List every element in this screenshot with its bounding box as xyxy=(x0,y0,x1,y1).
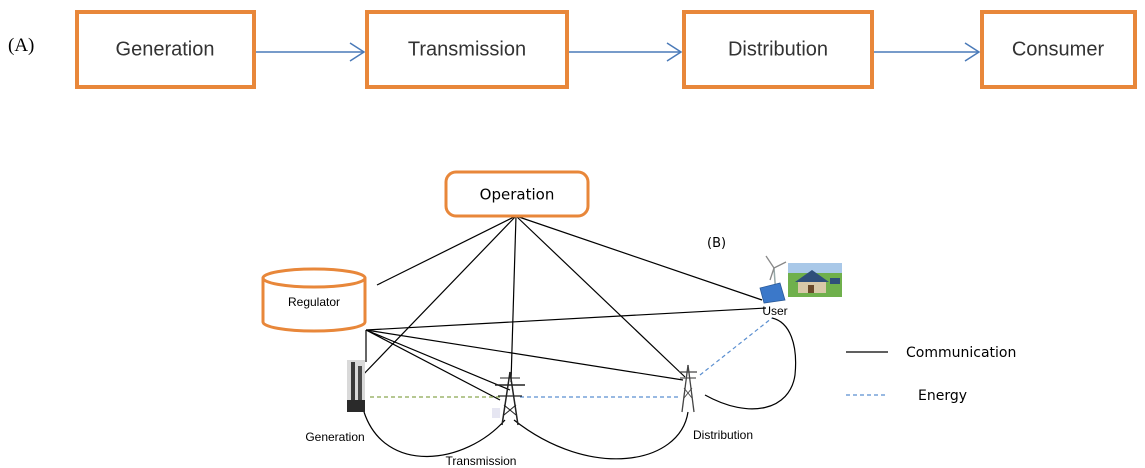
stage-distribution-label: Distribution xyxy=(728,38,828,60)
energy-lines xyxy=(370,317,773,398)
distribution-label: Distribution xyxy=(693,428,753,442)
generation-node: Generation xyxy=(305,360,365,444)
communication-lines xyxy=(357,215,797,460)
user-label: User xyxy=(762,304,787,318)
legend: Communication Energy xyxy=(846,345,1016,404)
comm-operation-user xyxy=(515,215,763,301)
stage-distribution: Distribution xyxy=(682,10,874,89)
loop-distribution-user xyxy=(704,317,797,410)
regulator-label: Regulator xyxy=(288,295,340,309)
regulator-cylinder-top xyxy=(261,267,367,289)
loop-transmission-distribution xyxy=(513,411,689,460)
legend-energy-label: Energy xyxy=(918,388,967,404)
distribution-node: Distribution xyxy=(679,364,753,442)
stage-generation-label: Generation xyxy=(116,38,215,60)
transmission-tower-icon xyxy=(492,371,525,426)
operation-node: Operation xyxy=(444,170,590,218)
stage-generation: Generation xyxy=(75,10,256,89)
arrow-head-1 xyxy=(349,42,366,62)
power-plant-icon xyxy=(347,360,365,412)
legend-communication-label: Communication xyxy=(906,345,1016,361)
stage-consumer-box xyxy=(980,10,1137,89)
stage-generation-box xyxy=(75,10,256,89)
stage-transmission-box xyxy=(365,10,569,89)
comm-operation-transmission xyxy=(510,215,517,383)
distribution-tower-icon xyxy=(679,364,697,413)
regulator-cylinder-body xyxy=(261,278,367,333)
regulator-node: Regulator xyxy=(261,267,367,333)
comm-regulator-transmission-1 xyxy=(365,329,511,391)
transmission-label: Transmission xyxy=(446,454,517,468)
solar-panel-icon xyxy=(759,282,786,304)
arrow-head-2 xyxy=(666,42,683,62)
stage-consumer-label: Consumer xyxy=(1012,38,1105,60)
comm-regulator-distribution xyxy=(365,329,684,381)
loop-generation-transmission xyxy=(363,411,506,457)
energy-distribution-user xyxy=(699,317,773,376)
panel-a-label: (A) xyxy=(8,35,34,56)
panel-b-label: (B) xyxy=(707,236,726,251)
stage-arrows xyxy=(256,42,981,62)
transmission-node: Transmission xyxy=(446,371,525,468)
operation-label: Operation xyxy=(480,186,555,204)
comm-regulator-user xyxy=(365,307,767,331)
house-icon xyxy=(788,263,842,297)
arrow-head-3 xyxy=(964,42,981,62)
generation-label: Generation xyxy=(305,430,364,444)
user-node: User xyxy=(759,255,842,318)
stage-transmission: Transmission xyxy=(365,10,569,89)
operation-box xyxy=(444,170,590,218)
comm-operation-generation xyxy=(357,215,517,381)
stage-consumer: Consumer xyxy=(980,10,1137,89)
stage-distribution-box xyxy=(682,10,874,89)
comm-operation-regulator xyxy=(376,215,517,286)
comm-regulator-transmission-2 xyxy=(365,329,501,401)
comm-operation-distribution xyxy=(515,215,686,378)
stage-transmission-label: Transmission xyxy=(408,38,526,60)
